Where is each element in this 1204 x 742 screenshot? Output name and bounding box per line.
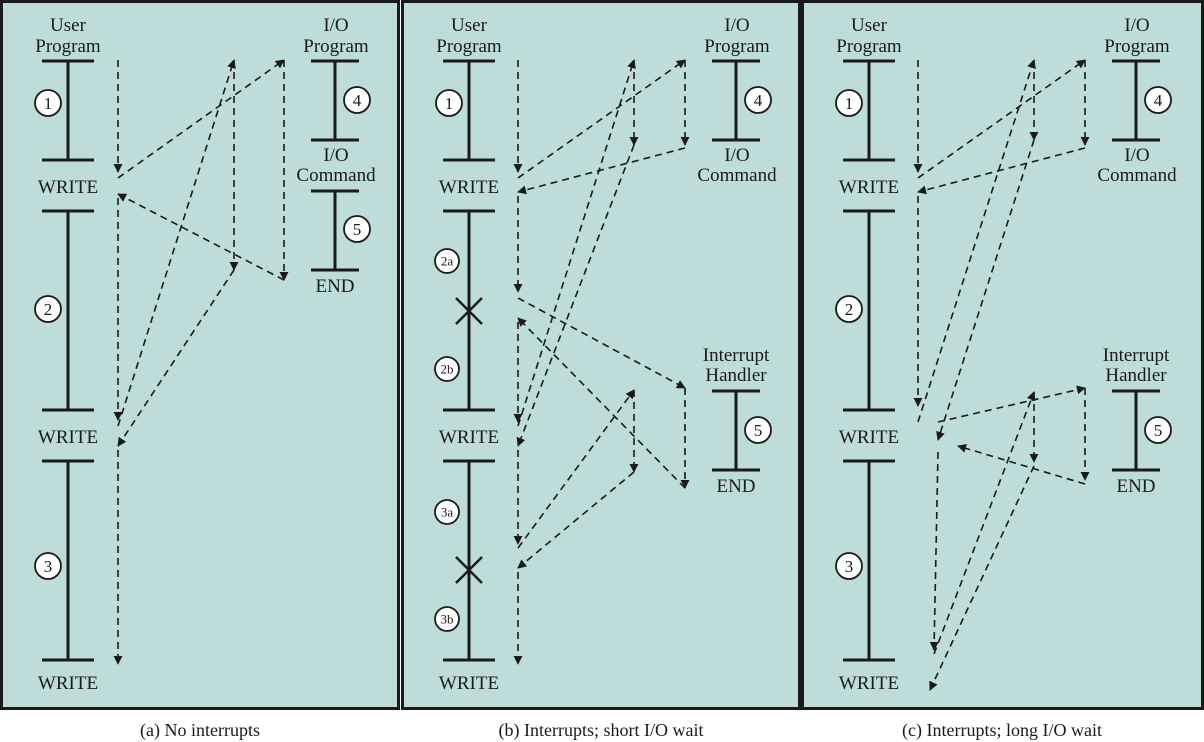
step-2 [835,295,863,323]
c-flow-8 [936,139,1035,441]
step-2 [34,295,62,323]
step-1-label: 1 [845,94,854,113]
b-flow-12 [516,144,635,447]
step-2b-label: 2b [441,362,454,377]
step-2-label: 2 [44,300,53,319]
step-3-label: 3 [845,557,854,576]
user-program-label: User [451,15,488,36]
b-flow-2 [517,59,686,179]
b-flow-14 [517,389,635,549]
step-3b [434,606,460,632]
write-label-2: WRITE [439,427,499,448]
b-flow-16 [517,471,635,569]
interrupt-handler-label: Handler [705,365,767,386]
write-label-1: WRITE [839,177,899,198]
step-3b-label: 3b [441,612,454,627]
user-program-label: Program [35,36,101,57]
b-flow-6 [517,297,686,389]
labels-layer: UserProgramI/OProgramI/OCommandWRITEWRIT… [34,15,1177,741]
c-flow-15 [929,465,1035,691]
io-command-label: I/O [323,145,348,166]
io-program-label: Program [704,36,770,57]
step-1 [34,89,62,117]
step-1 [835,89,863,117]
step-3a [434,499,460,525]
io-program-label: Program [1104,36,1170,57]
interrupt-mark-2-b [455,556,483,584]
interrupt-handler-label: Handler [1105,365,1167,386]
end-label: END [716,476,755,497]
step-2a-label: 2a [441,254,454,269]
write-label-2: WRITE [38,427,98,448]
io-program-label: I/O [323,15,348,36]
end-label: END [315,276,354,297]
step-1 [435,89,463,117]
io-command-label: Command [296,165,376,186]
c-flow-2 [917,59,1086,179]
end-label: END [1116,476,1155,497]
io-command-label: I/O [724,145,749,166]
step-4 [744,86,772,114]
interrupt-mark-1-b [455,297,483,325]
step-5 [343,215,371,243]
a-flow-6 [117,59,236,427]
step-4-label: 4 [754,91,763,110]
io-program-label: Program [303,36,369,57]
interrupt-handler-label: Interrupt [1103,345,1170,366]
write-label-1: WRITE [38,177,98,198]
c-flow-12 [929,451,939,651]
user-program-label: User [50,15,87,36]
caption-panel-3: (c) Interrupts; long I/O wait [902,720,1102,741]
user-program-label: Program [436,36,502,57]
step-5-label: 5 [1154,421,1163,440]
write-label-3: WRITE [38,673,98,694]
step-4-label: 4 [1154,91,1163,110]
c-flow-11 [957,444,1086,485]
step-3 [34,552,62,580]
panels-layer [0,0,1204,710]
write-label-1: WRITE [439,177,499,198]
arrows-layer [113,59,1090,691]
io-command-label: I/O [1124,145,1149,166]
step-4-label: 4 [353,91,362,110]
interrupt-handler-label: Interrupt [703,345,770,366]
step-1-label: 1 [445,94,454,113]
caption-panel-2: (b) Interrupts; short I/O wait [499,720,704,741]
bars-layer [42,59,1160,662]
step-2-label: 2 [845,300,854,319]
step-3a-label: 3a [441,505,454,520]
step-5-label: 5 [754,421,763,440]
b-flow-4 [517,147,686,195]
step-1-label: 1 [44,94,53,113]
write-label-3: WRITE [439,673,499,694]
step-2b [434,356,460,382]
user-program-label: Program [836,36,902,57]
c-flow-9 [937,385,1086,423]
write-label-2: WRITE [839,427,899,448]
step-5 [1144,416,1172,444]
caption-panel-1: (a) No interrupts [140,720,260,741]
c-flow-6 [917,59,1036,423]
step-3 [835,552,863,580]
step-3-label: 3 [44,557,53,576]
user-program-label: User [851,15,888,36]
c-flow-4 [917,147,1086,195]
b-flow-10 [517,59,636,427]
step-4 [343,86,371,114]
a-flow-2 [117,59,285,179]
step-5-label: 5 [353,220,362,239]
step-5 [744,416,772,444]
io-command-label: Command [697,165,777,186]
c-flow-13 [933,391,1036,655]
step-4 [1144,86,1172,114]
b-flow-8 [517,317,686,489]
write-label-3: WRITE [839,673,899,694]
io-command-label: Command [1097,165,1177,186]
step-2a [434,248,460,274]
io-program-label: I/O [724,15,749,36]
io-program-label: I/O [1124,15,1149,36]
